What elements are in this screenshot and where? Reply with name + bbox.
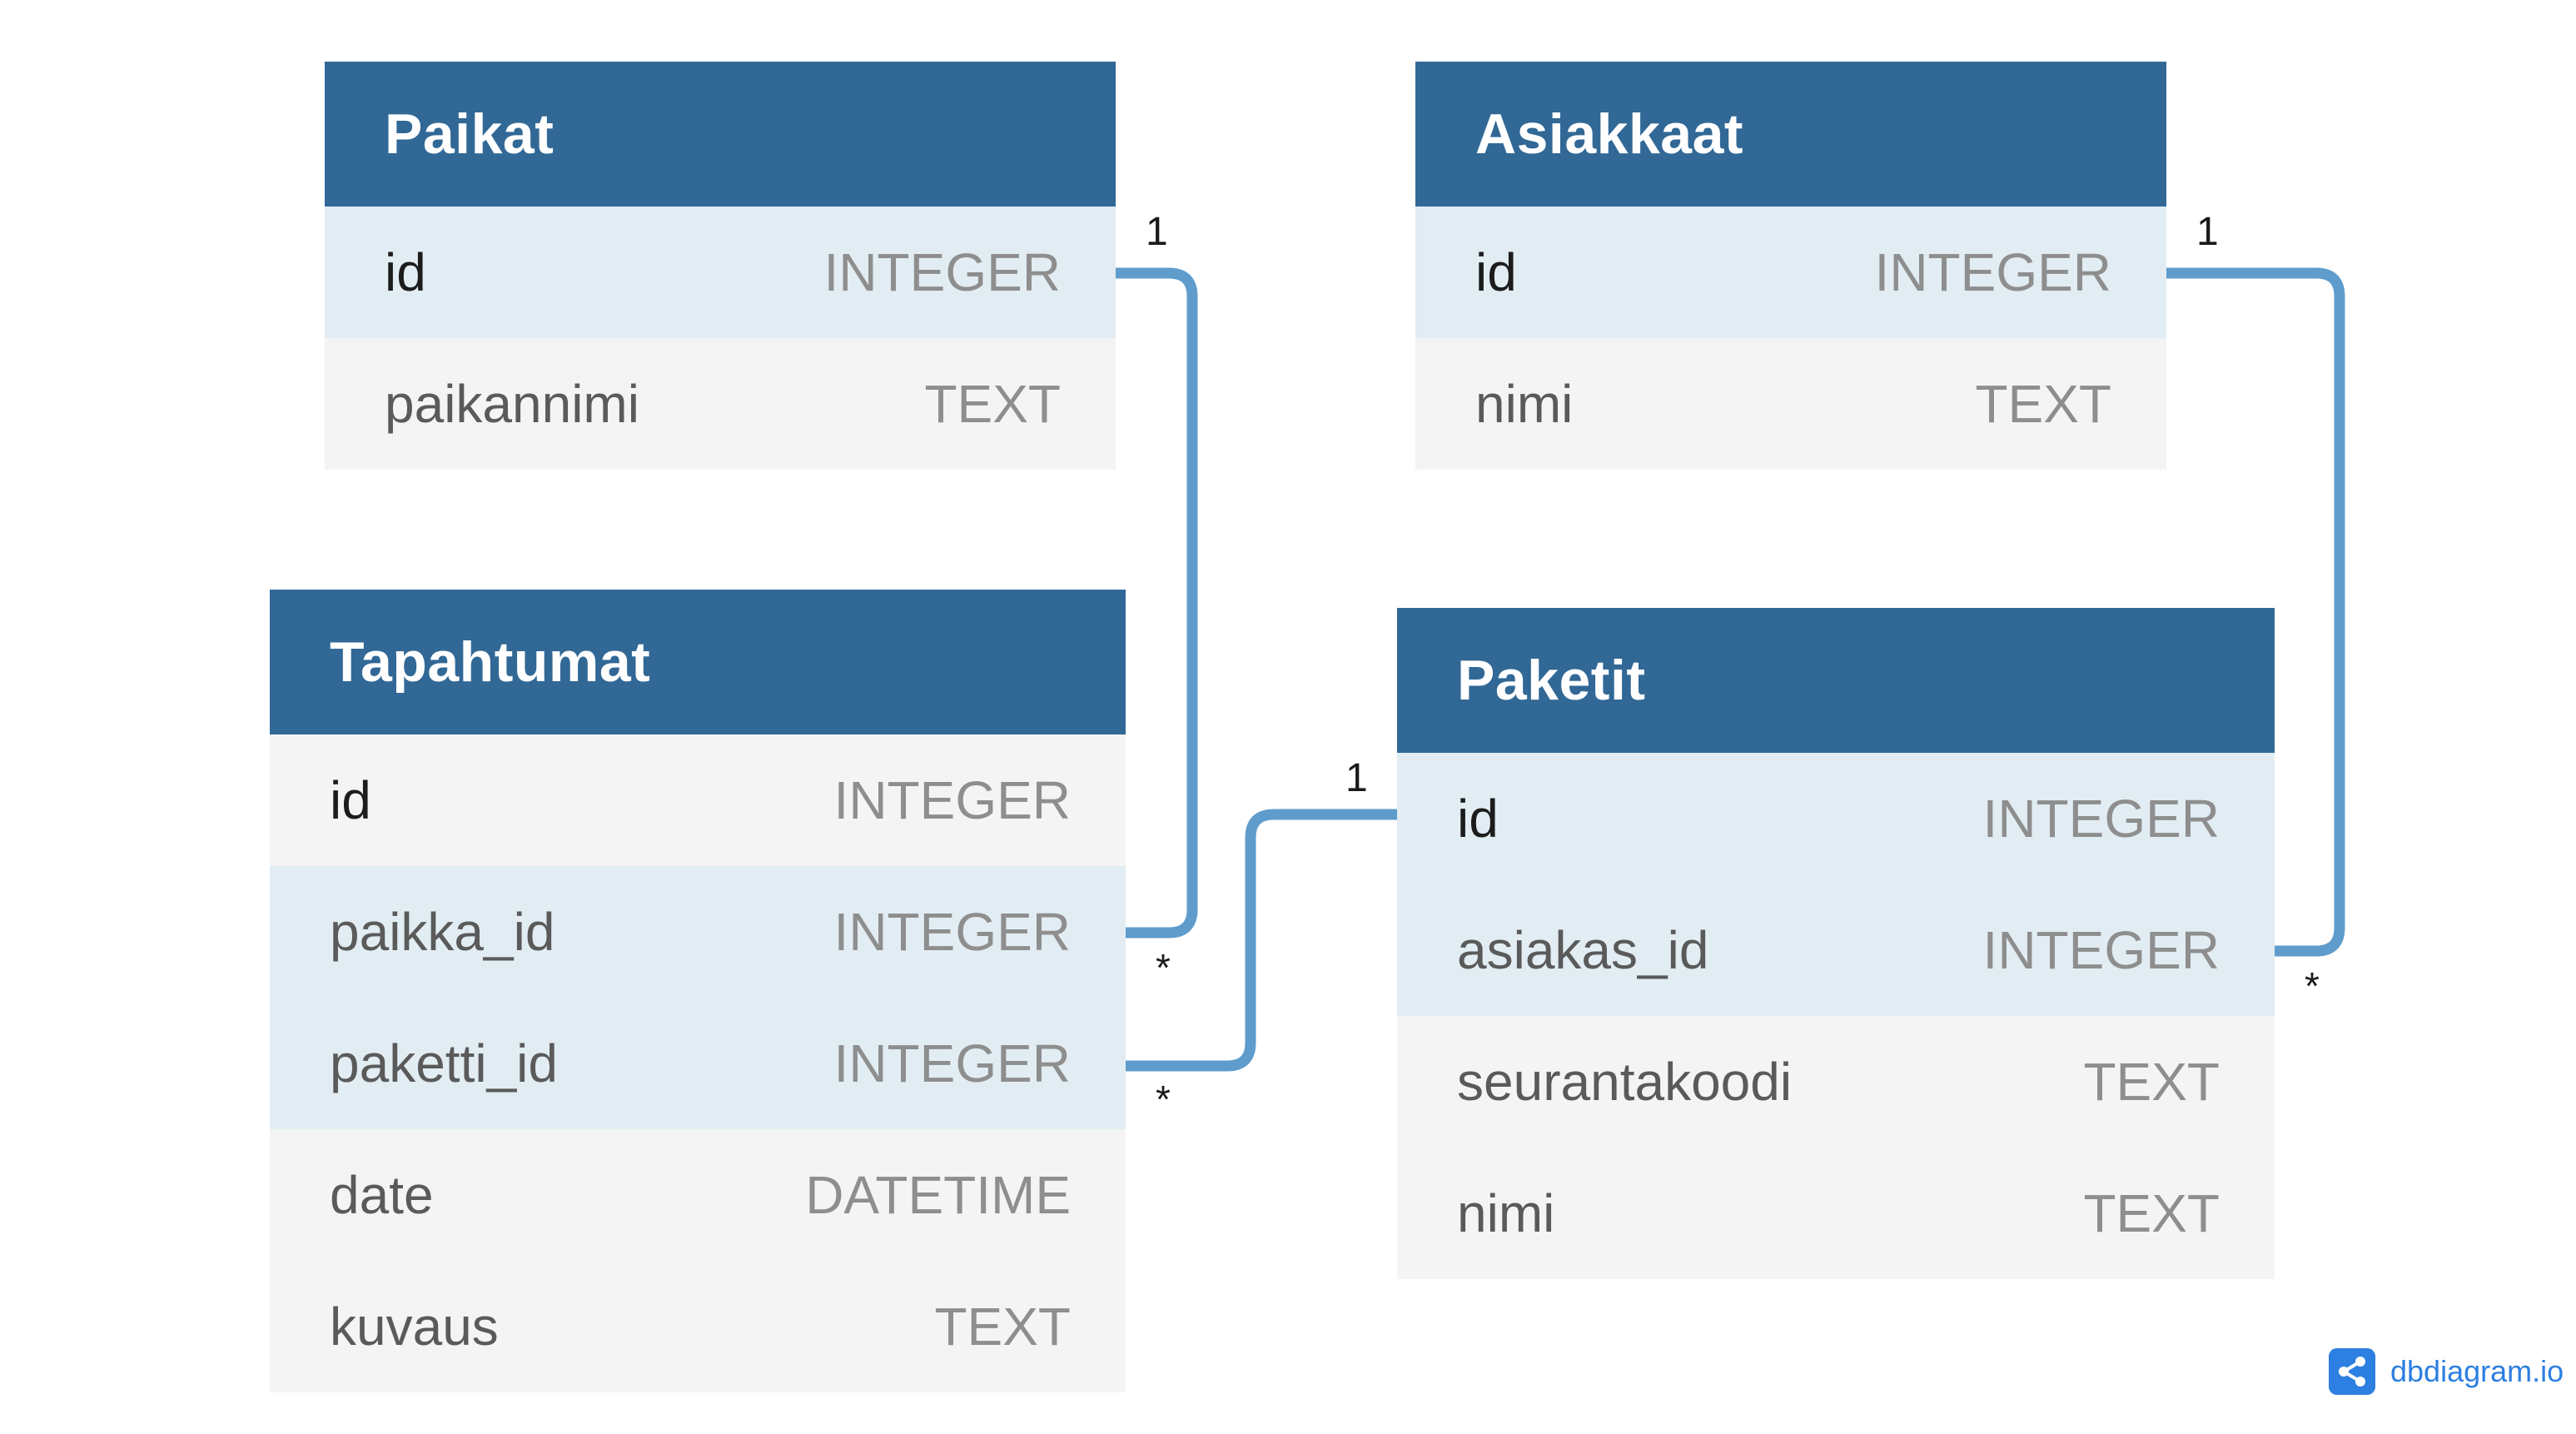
table-row[interactable]: id INTEGER xyxy=(1397,753,2275,884)
column-type: INTEGER xyxy=(833,770,1071,830)
table-row[interactable]: asiakas_id INTEGER xyxy=(1397,884,2275,1016)
table-row[interactable]: id INTEGER xyxy=(1415,207,2166,338)
column-name: asiakas_id xyxy=(1457,920,1709,980)
table-title[interactable]: Asiakkaat xyxy=(1415,62,2166,207)
column-name: nimi xyxy=(1475,374,1574,434)
table-asiakkaat[interactable]: Asiakkaat id INTEGER nimi TEXT xyxy=(1415,62,2166,470)
column-name: id xyxy=(385,242,426,302)
column-type: INTEGER xyxy=(833,902,1071,962)
column-name: paikka_id xyxy=(330,902,555,962)
connector-paikat-tapahtumat[interactable] xyxy=(1116,267,1198,939)
table-paikat[interactable]: Paikat id INTEGER paikannimi TEXT xyxy=(325,62,1116,470)
table-row[interactable]: paketti_id INTEGER xyxy=(270,998,1126,1129)
column-type: INTEGER xyxy=(1982,789,2220,849)
brand-watermark[interactable]: dbdiagram.io xyxy=(2329,1348,2564,1395)
table-row[interactable]: seurantakoodi TEXT xyxy=(1397,1016,2275,1148)
column-name: id xyxy=(1457,789,1499,849)
table-paketit[interactable]: Paketit id INTEGER asiakas_id INTEGER se… xyxy=(1397,608,2275,1279)
column-name: date xyxy=(330,1165,434,1225)
connector-paketit-tapahtumat[interactable] xyxy=(1126,809,1397,1072)
column-type: TEXT xyxy=(1975,374,2111,434)
table-tapahtumat[interactable]: Tapahtumat id INTEGER paikka_id INTEGER … xyxy=(270,590,1126,1392)
column-type: TEXT xyxy=(2083,1183,2220,1243)
cardinality-many: * xyxy=(1156,946,1171,989)
column-name: seurantakoodi xyxy=(1457,1052,1793,1112)
table-row[interactable]: nimi TEXT xyxy=(1415,338,2166,470)
column-type: TEXT xyxy=(924,374,1061,434)
table-row[interactable]: paikannimi TEXT xyxy=(325,338,1116,470)
cardinality-one: 1 xyxy=(1345,756,1368,800)
table-row[interactable]: id INTEGER xyxy=(270,734,1126,866)
column-type: TEXT xyxy=(2083,1052,2220,1112)
cardinality-many: * xyxy=(2305,964,2320,1008)
table-title[interactable]: Paketit xyxy=(1397,608,2275,753)
column-name: nimi xyxy=(1457,1183,1555,1243)
column-name: kuvaus xyxy=(330,1297,499,1357)
share-nodes-icon xyxy=(2329,1348,2375,1395)
table-row[interactable]: paikka_id INTEGER xyxy=(270,866,1126,998)
cardinality-many: * xyxy=(1156,1078,1171,1121)
column-type: INTEGER xyxy=(833,1033,1071,1093)
column-type: INTEGER xyxy=(1874,242,2111,302)
cardinality-one: 1 xyxy=(1146,210,1168,254)
column-name: id xyxy=(1475,242,1517,302)
table-title[interactable]: Paikat xyxy=(325,62,1116,207)
column-type: INTEGER xyxy=(1982,920,2220,980)
column-type: INTEGER xyxy=(823,242,1061,302)
column-name: paketti_id xyxy=(330,1033,558,1093)
table-row[interactable]: kuvaus TEXT xyxy=(270,1261,1126,1392)
table-row[interactable]: id INTEGER xyxy=(325,207,1116,338)
brand-name: dbdiagram.io xyxy=(2390,1354,2564,1388)
column-type: TEXT xyxy=(934,1297,1071,1357)
column-name: paikannimi xyxy=(385,374,639,434)
table-title[interactable]: Tapahtumat xyxy=(270,590,1126,734)
column-type: DATETIME xyxy=(805,1165,1071,1225)
table-row[interactable]: nimi TEXT xyxy=(1397,1148,2275,1279)
table-row[interactable]: date DATETIME xyxy=(270,1129,1126,1261)
cardinality-one: 1 xyxy=(2196,210,2219,254)
column-name: id xyxy=(330,770,371,830)
connector-asiakkaat-paketit[interactable] xyxy=(2166,267,2345,957)
